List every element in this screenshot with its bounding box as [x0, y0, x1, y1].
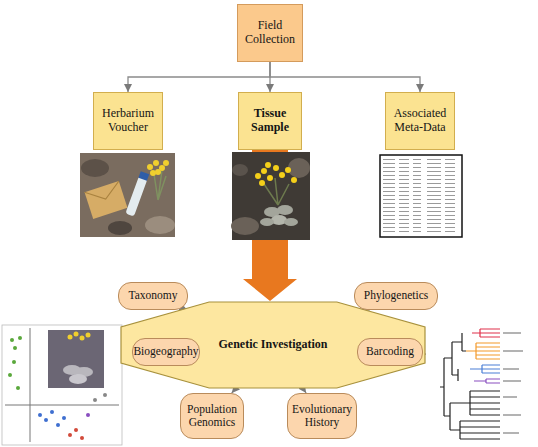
pca-plot-part: [86, 333, 91, 338]
herbarium-photo-part: [145, 216, 175, 234]
pca-plot-part: [74, 428, 78, 432]
tissue-photo-part: [284, 218, 298, 226]
herbarium-photo-part: [125, 176, 147, 217]
elbow-connector: [270, 62, 420, 92]
herbarium-photo-part: [163, 160, 169, 166]
tissue-photo-part: [261, 168, 267, 174]
node-label: Field Collection: [242, 19, 298, 47]
pca-plot-part: [38, 413, 42, 417]
node-label: Population Genomics: [187, 403, 237, 429]
herbarium-photo-part: [155, 169, 161, 175]
node-label: Barcoding: [366, 345, 414, 358]
pca-plot-part: [48, 330, 104, 388]
phylogenetic-tree: [440, 329, 523, 439]
pca-plot-part: [18, 336, 22, 340]
topic-pill: Phylogenetics: [354, 282, 438, 310]
topic-pill: Biogeography: [132, 338, 200, 366]
node-label: Biogeography: [133, 345, 198, 358]
herbarium-photo: [80, 153, 175, 237]
pca-plot-part: [62, 416, 66, 420]
octagon-shape: [121, 302, 425, 388]
node-label: Genetic Investigation: [219, 338, 328, 352]
node-label: Taxonomy: [128, 289, 177, 302]
tissue-photo-part: [267, 175, 273, 181]
herbarium-photo-part: [147, 164, 153, 170]
pca-plot-part: [69, 374, 87, 384]
herbarium-photo-part: [85, 181, 123, 204]
herbarium-photo-part: [108, 221, 132, 235]
phylogenetic-tree-part: [470, 365, 500, 373]
pca-plot-part: [12, 360, 16, 364]
topic-pill: Evolutionary History: [287, 393, 357, 439]
node-label: Evolutionary History: [292, 403, 352, 429]
herbarium-photo-part: [81, 159, 109, 177]
topic-pill: Barcoding: [357, 338, 423, 366]
pca-plot-part: [86, 413, 90, 417]
pca-plot-part: [50, 410, 54, 414]
tissue-photo-part: [260, 218, 274, 226]
pca-plot-part: [10, 338, 14, 342]
tissue-photo-part: [255, 173, 261, 179]
pca-plot-part: [68, 335, 73, 340]
pca-plot-part: [2, 325, 122, 445]
pca-plot-part: [80, 436, 84, 440]
pca-plot-part: [93, 398, 97, 402]
phylogenetic-tree-part: [466, 343, 500, 359]
tissue-photo-part: [285, 167, 291, 173]
sample-box: Tissue Sample: [238, 92, 302, 150]
tissue-photo-part: [288, 158, 310, 178]
tissue-photo-part: [277, 205, 293, 215]
herbarium-photo-part: [153, 160, 159, 166]
sample-box: Associated Meta-Data: [385, 92, 455, 150]
herbarium-photo-part: [80, 153, 175, 237]
pca-plot-part: [68, 433, 72, 437]
phylogenetic-tree-part: [440, 333, 500, 439]
pca-plot: [2, 325, 122, 445]
pca-plot-part: [8, 373, 12, 377]
node-label: Phylogenetics: [364, 289, 429, 302]
pca-plot-part: [103, 393, 107, 397]
pca-plot-part: [16, 386, 20, 390]
tissue-photo-part: [232, 164, 248, 176]
pca-plot-part: [80, 336, 85, 341]
tissue-photo-part: [265, 162, 271, 168]
tissue-photo-part: [273, 165, 279, 171]
elbow-connector: [128, 62, 270, 92]
tissue-photo-part: [291, 177, 297, 183]
tissue-photo-part: [232, 152, 310, 240]
pca-plot-part: [5, 405, 119, 406]
node-label: Associated Meta-Data: [390, 107, 450, 135]
tissue-photo-part: [231, 217, 259, 235]
tissue-photo-part: [259, 180, 265, 186]
herbarium-photo-part: [154, 170, 166, 200]
phylogenetic-tree-part: [503, 333, 523, 433]
tissue-photo-part: [264, 178, 289, 205]
herbarium-photo-part: [85, 181, 128, 219]
phylogenetic-tree-part: [472, 329, 500, 337]
topic-pill: Population Genomics: [180, 393, 244, 439]
phylogenetic-tree-part: [474, 379, 500, 383]
pca-plot-part: [30, 328, 31, 442]
sample-box: Herbarium Voucher: [93, 92, 163, 150]
pca-plot-part: [74, 332, 79, 337]
metadata-table: [380, 155, 462, 237]
herbarium-photo-part: [138, 171, 149, 181]
tissue-photo-part: [279, 172, 285, 178]
metadata-table-part: [380, 155, 462, 237]
pca-plot-part: [13, 346, 17, 350]
node-label: Herbarium Voucher: [98, 107, 158, 135]
metadata-table-part: [383, 158, 459, 234]
source-box: Field Collection: [237, 4, 303, 62]
topic-pill: Taxonomy: [118, 282, 188, 310]
pca-plot-part: [44, 418, 48, 422]
node-label: Tissue Sample: [243, 107, 297, 135]
tissue-photo: [231, 152, 310, 240]
herbarium-photo-part: [150, 170, 156, 176]
pca-plot-part: [56, 423, 60, 427]
